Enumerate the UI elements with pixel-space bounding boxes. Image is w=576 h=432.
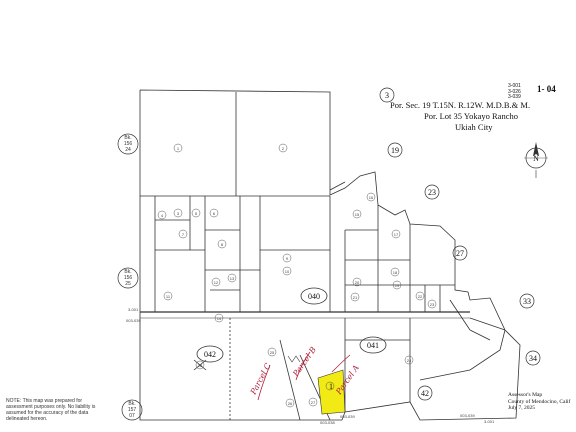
book-label-1-page: 156 <box>124 141 133 147</box>
parcel-3: 3 <box>177 211 180 216</box>
block-ovals <box>196 287 387 363</box>
parcel-22: 22 <box>418 294 423 299</box>
outer-number-34: 34 <box>529 354 537 363</box>
footer-line-2: County of Mendocino, Calif <box>508 398 571 405</box>
parcel-18: 18 <box>393 270 398 275</box>
road-label-5: 003-038 <box>320 420 335 425</box>
parcel-20: 20 <box>355 280 360 285</box>
block-number-041: 041 <box>367 341 379 350</box>
road-label-4: 003-039 <box>460 413 475 418</box>
road-label-2: 003-039 <box>126 318 141 323</box>
outer-number-27: 27 <box>456 249 464 258</box>
parcel-25: 25 <box>270 350 275 355</box>
parcel-4: 4 <box>161 213 164 218</box>
parcel-24: 24 <box>407 358 412 363</box>
book-label-3-page: 157 <box>128 407 137 413</box>
parcel-27: 27 <box>311 400 316 405</box>
book-label-1-book: Bk. <box>124 135 131 141</box>
parcel-17: 17 <box>394 232 399 237</box>
book-label-1-num: 24 <box>125 147 131 153</box>
parcel-26: 26 <box>288 401 293 406</box>
book-label-2-book: Bk. <box>124 269 131 275</box>
neighbor-book-labels: Bk. 156 24 Bk. 156 25 Bk. 157 07 <box>117 133 143 421</box>
road-label-3: 3-001 <box>484 419 495 424</box>
parcel-16: 16 <box>369 195 374 200</box>
book-label-2-page: 156 <box>124 275 133 281</box>
book-label-3-book: Bk. <box>128 401 135 407</box>
outer-number-33: 33 <box>523 297 531 306</box>
parcel-13: 13 <box>230 276 235 281</box>
footer-line-1: Assessor's Map <box>508 392 543 398</box>
book-label-3-num: 07 <box>129 413 135 419</box>
parcel-linework <box>139 89 521 421</box>
road-label-6: 003-039 <box>340 414 355 419</box>
header-line-1: Por. Sec. 19 T.15N. R.12W. M.D.B.& M. <box>390 100 531 110</box>
footer: Assessor's Map County of Mendocino, Cali… <box>508 392 570 412</box>
parcel-9: 9 <box>286 256 289 261</box>
footer-line-3: July 7, 2025 <box>508 405 536 411</box>
parcel-23: 23 <box>430 302 435 307</box>
highlighted-parcel <box>317 369 346 415</box>
parcel-10: 10 <box>285 269 290 274</box>
header-line-2: Por. Lot 35 Yokayo Rancho <box>424 111 518 121</box>
parcel-11: 11 <box>166 294 171 299</box>
ref-code-1: 3-001 <box>508 83 521 89</box>
ref-code-2: 3-026 <box>508 88 521 95</box>
parcel-14: 14 <box>217 316 222 321</box>
parcel-15: 15 <box>355 212 360 217</box>
parcel-12: 12 <box>214 280 219 285</box>
highlight-parcel-number: 1 <box>329 382 333 391</box>
ref-codes: 3-001 3-026 3-039 <box>508 83 521 101</box>
parcel-number-circles <box>157 143 437 408</box>
road-labels: 3-001 003-039 3-001 003-039 003-038 003-… <box>126 307 495 425</box>
outer-number-23: 23 <box>428 188 436 197</box>
block-number-040: 040 <box>308 292 320 301</box>
outer-circled-numbers <box>379 87 541 401</box>
outer-number-42: 42 <box>421 389 429 398</box>
ref-code-3: 3-039 <box>508 94 521 100</box>
outer-number-19: 19 <box>391 146 399 155</box>
disclaimer-note: NOTE: This map was prepared for assessme… <box>6 398 96 422</box>
parcel-2: 2 <box>282 146 285 151</box>
header-line-3: Ukiah City <box>455 122 493 132</box>
north-arrow: N <box>524 142 548 178</box>
parcel-7: 7 <box>182 232 185 237</box>
outer-number-3: 3 <box>385 91 389 100</box>
parcel-21: 21 <box>353 295 358 300</box>
north-arrow-label: N <box>533 154 539 163</box>
parcel-19: 19 <box>395 283 400 288</box>
parcel-6: 6 <box>213 211 216 216</box>
parcel-8: 8 <box>221 242 224 247</box>
parcel-5: 5 <box>195 211 198 216</box>
book-label-2-num: 25 <box>125 281 131 287</box>
road-label-1: 3-001 <box>128 307 139 312</box>
page-ref: 1- 04 <box>537 84 556 94</box>
block-number-042: 042 <box>204 350 216 359</box>
parcel-1: 1 <box>177 146 180 151</box>
